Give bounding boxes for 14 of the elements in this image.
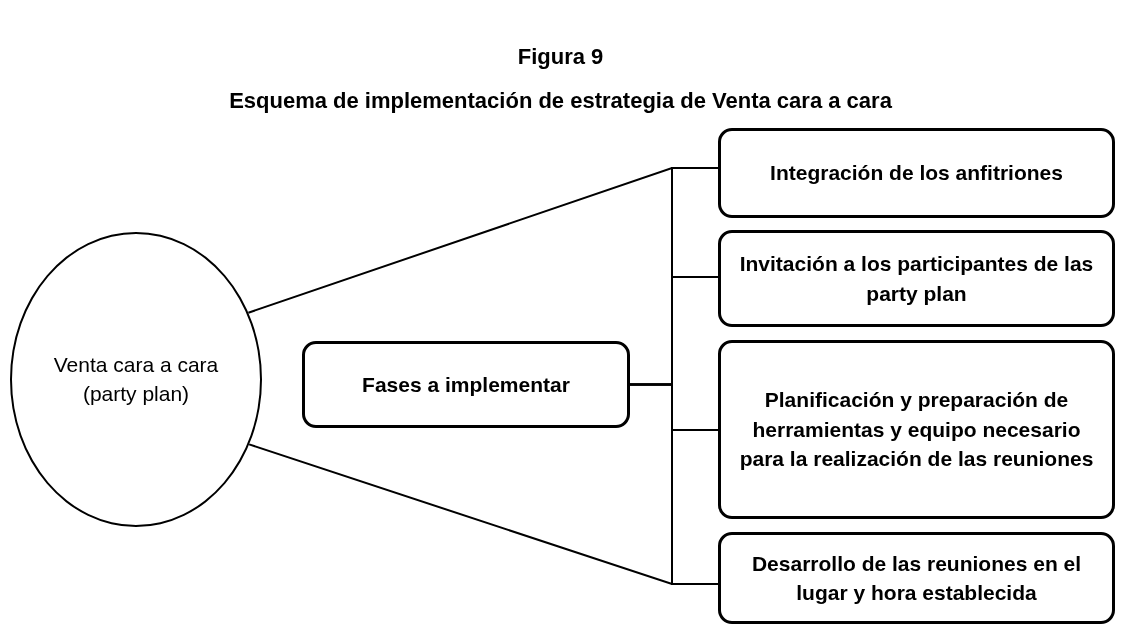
node-text: Venta cara a cara (party plan) (52, 352, 220, 407)
rounded-box (302, 341, 630, 428)
rounded-box (718, 230, 1115, 327)
figure-title: Figura 9 (517, 43, 604, 71)
connector-line (629, 383, 719, 585)
rounded-box (718, 532, 1115, 624)
diagram-caption: Esquema de implementación de estrategia de Venta cara a cara (229, 87, 892, 115)
node-text: Planificación y preparación de herramientas y equipo necesario para la realización de las reuniones (738, 387, 1095, 473)
node-text: Desarrollo de las reuniones en el lugar y hora establecida (750, 550, 1083, 606)
node-text: Fases a implementar (362, 371, 570, 398)
rounded-box (718, 128, 1115, 218)
node-text: Invitación a los participantes de las party plan (738, 251, 1095, 307)
node-text: Integración de los anfitriones (770, 160, 1063, 187)
rounded-box (718, 340, 1115, 519)
